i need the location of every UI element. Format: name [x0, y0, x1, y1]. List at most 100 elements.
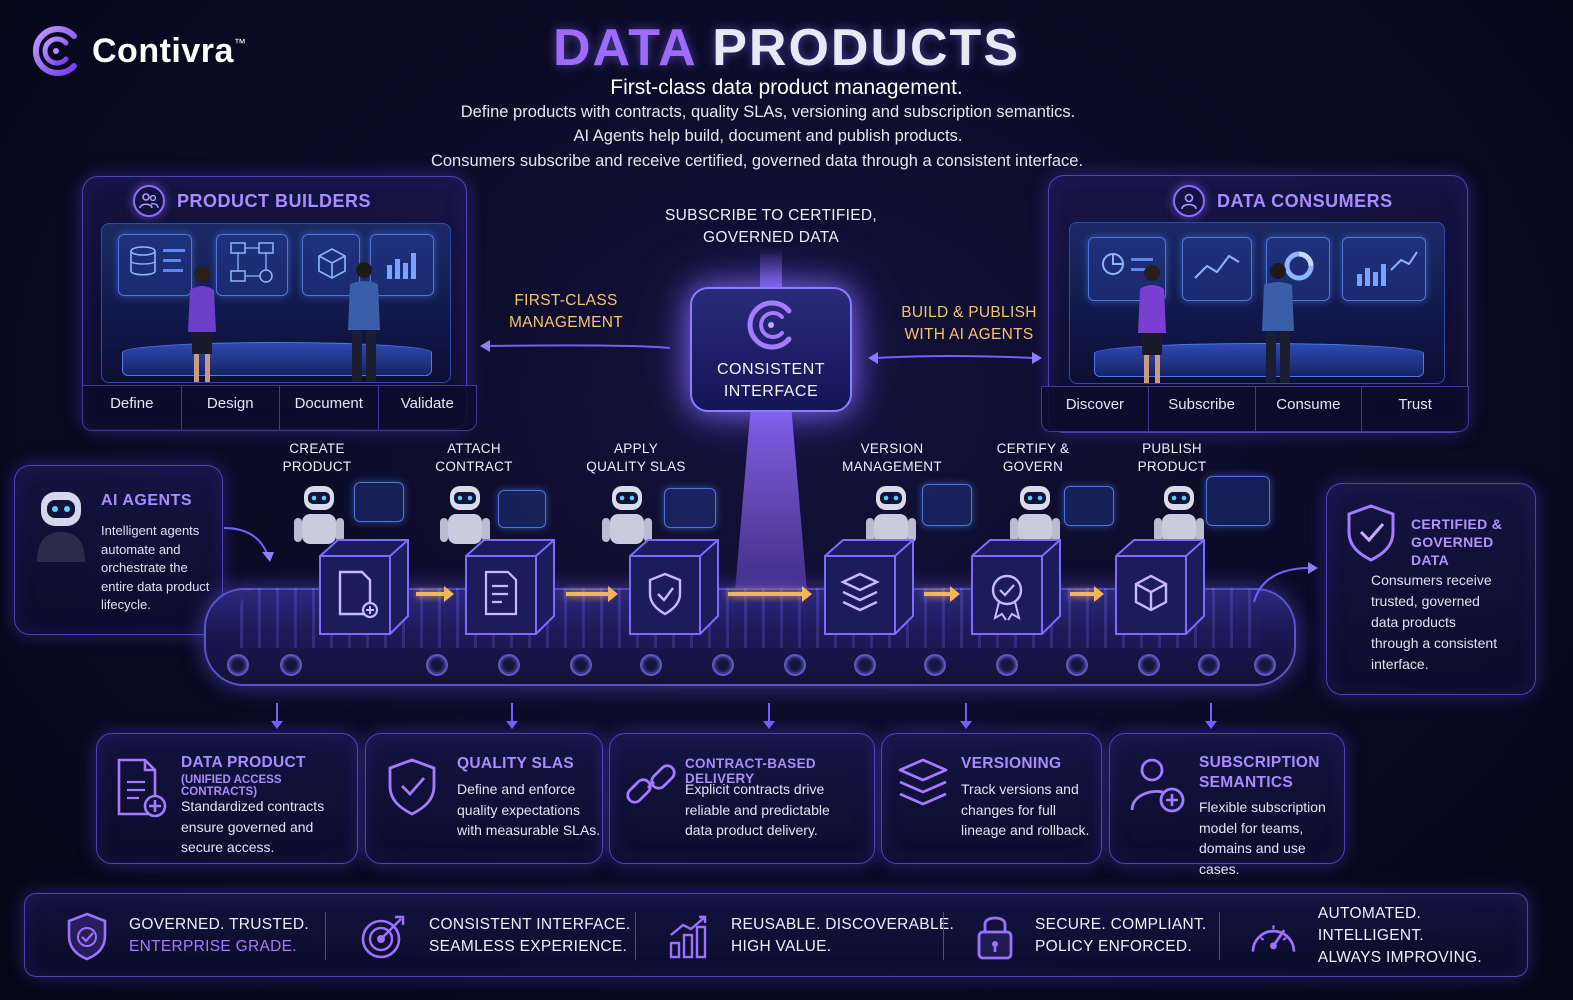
bar-chart-icon [387, 253, 416, 279]
conveyor-roller [1066, 654, 1088, 676]
tab-discover[interactable]: Discover [1042, 387, 1149, 431]
value-item-consistent: CONSISTENT INTERFACE.SEAMLESS EXPERIENCE… [359, 894, 631, 978]
conveyor-roller [570, 654, 592, 676]
value-text: SECURE. COMPLIANT.POLICY ENFORCED. [1035, 916, 1207, 955]
down-arrow [960, 703, 972, 729]
builder-man-figure [348, 262, 380, 382]
robot-agent-figure [866, 486, 916, 544]
brand-name: Contivra™ [92, 31, 247, 70]
document-plus-icon [117, 758, 167, 818]
trend-chart-icon [1357, 251, 1418, 286]
flow-arrow [1070, 586, 1104, 602]
tab-design[interactable]: Design [182, 386, 280, 430]
conveyor-roller [426, 654, 448, 676]
flow-arrow [728, 586, 812, 602]
database-icon [130, 246, 185, 276]
header-line-2: AI Agents help build, document and publi… [573, 127, 963, 145]
consumers-scene [1069, 222, 1445, 384]
bar-chart-screen [370, 234, 434, 296]
shield-check-icon [388, 758, 436, 816]
feature-subtitle: (UNIFIED ACCESS CONTRACTS) [181, 774, 282, 798]
conveyor-roller [784, 654, 806, 676]
value-item-reusable: REUSABLE. DISCOVERABLE.HIGH VALUE. [667, 894, 954, 978]
feature-title: VERSIONING [961, 755, 1062, 772]
tab-define[interactable]: Define [83, 386, 182, 430]
donut-chart-icon [1284, 251, 1314, 281]
holo-screen [1064, 486, 1114, 526]
pie-chart-icon [1102, 253, 1153, 275]
robot-agent-figure [294, 486, 344, 544]
product-builders-header: PRODUCT BUILDERS [133, 185, 371, 217]
holo-screen [664, 488, 716, 528]
gauge-icon [1251, 925, 1296, 952]
tab-consume[interactable]: Consume [1256, 387, 1363, 431]
builder-woman-figure [188, 266, 216, 382]
value-text: REUSABLE. DISCOVERABLE.HIGH VALUE. [731, 916, 955, 955]
data-consumers-title: DATA CONSUMERS [1217, 190, 1393, 211]
value-text: CONSISTENT INTERFACE.SEAMLESS EXPERIENCE… [429, 916, 631, 955]
ai-to-conveyor-arrow [223, 527, 274, 562]
conveyor-roller [1138, 654, 1160, 676]
flow-arrow [416, 586, 454, 602]
conveyor-roller [498, 654, 520, 676]
tab-validate[interactable]: Validate [400, 395, 454, 412]
contivra-logo-icon [32, 26, 77, 76]
conveyor-belt-surface [240, 588, 1260, 648]
tab-subscribe[interactable]: Subscribe [1149, 387, 1256, 431]
feature-title: CONTRACT-BASED DELIVERY [685, 756, 816, 786]
value-text: GOVERNED. TRUSTED.ENTERPRISE GRADE. [129, 916, 309, 955]
holo-screen [498, 490, 546, 528]
certified-governed-card: CERTIFIED &GOVERNED DATA Consumers recei… [1326, 483, 1536, 695]
robot-agent-figure [602, 486, 652, 544]
flow-arrow [924, 586, 960, 602]
line-chart-icon [1194, 254, 1240, 279]
divider [325, 912, 326, 960]
database-screen [118, 234, 192, 296]
value-text: AUTOMATED. INTELLIGENT.ALWAYS IMPROVING. [1317, 905, 1483, 966]
shield-check-icon [1347, 504, 1395, 562]
conveyor-roller [854, 654, 876, 676]
product-builders-panel: PRODUCT BUILDERS Define Design Document … [82, 176, 477, 431]
holo-screen [922, 484, 972, 526]
conveyor-roller [712, 654, 734, 676]
flowchart-icon [230, 242, 274, 283]
flow-arrow [566, 586, 618, 602]
ai-agents-title: AI AGENTS [101, 492, 193, 509]
hub-top-beam [760, 248, 782, 288]
robot-icon [37, 492, 85, 562]
conveyor-roller [280, 654, 302, 676]
hub-top-label: SUBSCRIBE TO CERTIFIED,GOVERNED DATA [665, 207, 877, 246]
divider [1219, 912, 1220, 960]
layers-icon [898, 758, 948, 806]
robot-agent-figure [1154, 486, 1204, 544]
down-arrow [271, 703, 283, 729]
tab-trust[interactable]: Trust [1398, 396, 1432, 413]
contract-document-cube [465, 539, 555, 635]
tab-document[interactable]: Document [280, 386, 379, 430]
contivra-logo-icon [747, 300, 792, 350]
user-icon [1173, 185, 1205, 217]
shield-check-icon [67, 912, 107, 961]
conveyor-roller [996, 654, 1018, 676]
holo-screen [1206, 476, 1270, 526]
feature-card-contract-based-delivery: CONTRACT-BASED DELIVERY Explicit contrac… [609, 733, 875, 864]
users-icon [133, 185, 165, 217]
holo-screen [354, 482, 404, 522]
conveyor-to-certified-arrow [1253, 562, 1318, 603]
down-arrow [506, 703, 518, 729]
value-item-secure: SECURE. COMPLIANT.POLICY ENFORCED. [975, 894, 1207, 978]
feature-title: QUALITY SLAS [457, 755, 574, 772]
page-title: DATA PRODUCTS [552, 19, 1021, 77]
